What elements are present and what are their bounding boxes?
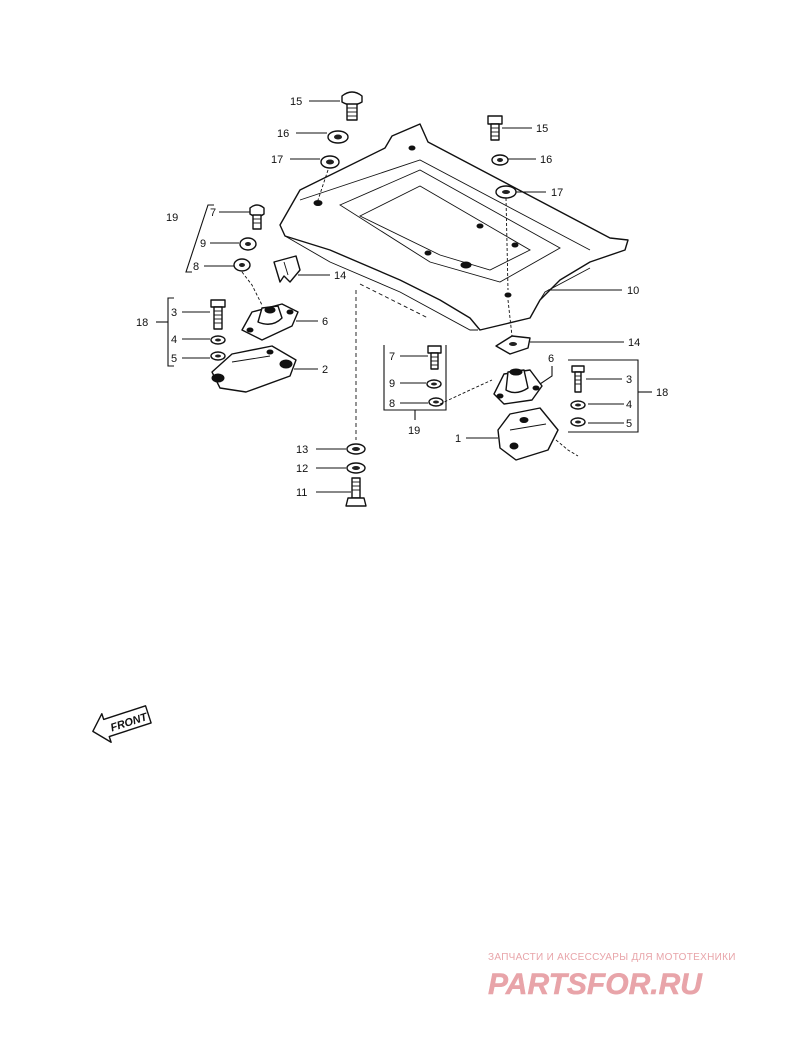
callout-19-middle: 19 xyxy=(408,425,420,437)
callout-7-left: 7 xyxy=(210,207,216,219)
callout-2: 2 xyxy=(322,364,328,376)
callout-7-middle: 7 xyxy=(389,351,395,363)
callout-16-right: 16 xyxy=(540,154,552,166)
bracket-part-2 xyxy=(211,345,297,393)
washer-part-4-right xyxy=(570,400,586,410)
callout-5-left: 5 xyxy=(171,353,177,365)
callout-16-left: 16 xyxy=(277,128,289,140)
washer-part-13 xyxy=(346,443,366,455)
callout-12: 12 xyxy=(296,463,308,475)
callout-14-left: 14 xyxy=(334,270,346,282)
bolt-part-11 xyxy=(345,477,367,507)
callout-9-middle: 9 xyxy=(389,378,395,390)
washer-part-5-right xyxy=(570,417,586,427)
bolt-part-7-left xyxy=(249,204,265,230)
callout-13: 13 xyxy=(296,444,308,456)
washer-part-16-left xyxy=(327,130,349,144)
callout-18-right: 18 xyxy=(656,387,668,399)
watermark-logo-text: PARTSFOR.RU xyxy=(488,968,703,1000)
washer-part-5-left xyxy=(210,351,226,361)
clip-part-14-right xyxy=(495,335,531,355)
callout-1: 1 xyxy=(455,433,461,445)
callout-8-middle: 8 xyxy=(389,398,395,410)
callout-19-left: 19 xyxy=(166,212,178,224)
bracket-part-1 xyxy=(497,407,559,461)
clip-part-14-left xyxy=(273,255,301,283)
bolt-part-7-middle xyxy=(427,345,442,370)
washer-part-12 xyxy=(346,462,366,474)
nut-part-17-left xyxy=(320,155,340,169)
callout-3-left: 3 xyxy=(171,307,177,319)
bolt-part-15-left xyxy=(341,91,363,121)
front-direction-arrow: FRONT xyxy=(92,705,152,743)
callout-15-right: 15 xyxy=(536,123,548,135)
callout-4-left: 4 xyxy=(171,334,177,346)
callout-3-right: 3 xyxy=(626,374,632,386)
frame-crossmember-part-10 xyxy=(279,123,629,331)
callout-5-right: 5 xyxy=(626,418,632,430)
callout-6-right: 6 xyxy=(548,353,554,365)
callout-4-right: 4 xyxy=(626,399,632,411)
washer-part-8-left xyxy=(233,258,251,272)
watermark-logo: PARTSFOR.RU xyxy=(488,968,703,1000)
engine-mount-part-6-right xyxy=(493,368,543,405)
bolt-part-3-left xyxy=(210,299,226,330)
nut-part-9-middle xyxy=(426,379,442,389)
bolt-part-3-right xyxy=(571,365,585,393)
callout-10: 10 xyxy=(627,285,639,297)
callout-18-left: 18 xyxy=(136,317,148,329)
callout-17-right: 17 xyxy=(551,187,563,199)
callout-11: 11 xyxy=(296,487,307,499)
callout-8-left: 8 xyxy=(193,261,199,273)
nut-part-16-right xyxy=(491,154,509,166)
callout-14-right: 14 xyxy=(628,337,640,349)
callout-6-left: 6 xyxy=(322,316,328,328)
callout-15-left: 15 xyxy=(290,96,302,108)
engine-mount-part-6-left xyxy=(241,303,299,341)
callout-17-left: 17 xyxy=(271,154,283,166)
watermark-tagline: ЗАПЧАСТИ И АКСЕССУАРЫ ДЛЯ МОТОТЕХНИКИ xyxy=(488,952,736,963)
bolt-part-15-right xyxy=(487,115,503,141)
washer-part-17-right xyxy=(495,185,517,199)
washer-part-8-middle xyxy=(428,397,444,407)
callout-9-left: 9 xyxy=(200,238,206,250)
washer-part-4-left xyxy=(210,335,226,345)
nut-part-9-left xyxy=(239,237,257,251)
